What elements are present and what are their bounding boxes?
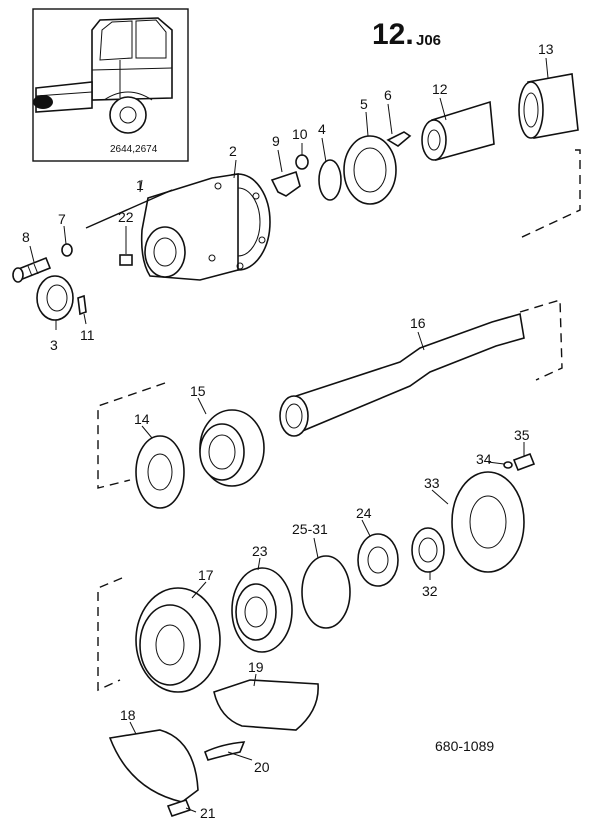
part-4-circlip bbox=[318, 159, 342, 201]
part-8-bolt bbox=[12, 256, 52, 283]
part-34-washer bbox=[503, 461, 513, 469]
callout-18: 18 bbox=[120, 707, 136, 723]
callout-6: 6 bbox=[384, 87, 392, 103]
part-12-sleeve bbox=[421, 100, 495, 162]
callout-17: 17 bbox=[198, 567, 214, 583]
assembly-lines bbox=[85, 149, 581, 692]
part-15-bearing bbox=[199, 409, 265, 487]
part-33-cover bbox=[451, 471, 525, 573]
callout-33: 33 bbox=[424, 475, 440, 491]
part-7-washer bbox=[61, 243, 73, 257]
callout-14: 14 bbox=[134, 411, 150, 427]
callout-10: 10 bbox=[292, 126, 308, 142]
callout-16: 16 bbox=[410, 315, 426, 331]
callout-19: 19 bbox=[248, 659, 264, 675]
part-32-seal bbox=[411, 527, 445, 573]
part-25-31-shims bbox=[301, 555, 351, 629]
part-23-bearing bbox=[231, 567, 293, 653]
callout-23: 23 bbox=[252, 543, 268, 559]
part-14-washer bbox=[135, 435, 185, 509]
callout-4: 4 bbox=[318, 121, 326, 137]
truck-wheel bbox=[109, 96, 147, 134]
callout-22: 22 bbox=[118, 209, 134, 225]
part-20-bracket bbox=[203, 741, 246, 761]
part-11-pin bbox=[77, 294, 87, 316]
callout-21: 21 bbox=[200, 805, 216, 821]
part-2-housing bbox=[140, 173, 271, 281]
callout-34: 34 bbox=[476, 451, 492, 467]
drawing-reference: 680-1089 bbox=[435, 738, 494, 754]
part-24-nut bbox=[357, 533, 399, 587]
part-18-cover bbox=[108, 729, 199, 803]
callout-9: 9 bbox=[272, 133, 280, 149]
truck-inset: 2644,2674 bbox=[32, 8, 189, 162]
callout-13: 13 bbox=[538, 41, 554, 57]
part-13-coupling bbox=[518, 73, 579, 139]
cab-window-left bbox=[99, 20, 133, 61]
page-header: 12. J06 bbox=[372, 18, 441, 51]
part-22-nut bbox=[119, 254, 133, 266]
part-6-spacer bbox=[386, 131, 412, 147]
part-3-seal bbox=[36, 275, 74, 321]
callout-25-31: 25-31 bbox=[292, 521, 328, 537]
part-17-gear bbox=[135, 587, 221, 693]
part-5-bearing bbox=[343, 135, 397, 205]
page-number: 12. bbox=[372, 18, 414, 51]
callout-2: 2 bbox=[229, 143, 237, 159]
callout-1: 1 bbox=[136, 177, 144, 193]
inset-caption: 2644,2674 bbox=[110, 144, 158, 155]
callout-8: 8 bbox=[22, 229, 30, 245]
callout-32: 32 bbox=[422, 583, 438, 599]
part-9-lock-tab bbox=[270, 170, 301, 197]
part-35-screw bbox=[512, 452, 536, 472]
callout-20: 20 bbox=[254, 759, 270, 775]
part-19-cover bbox=[213, 679, 319, 731]
section-code: J06 bbox=[416, 32, 441, 49]
callout-5: 5 bbox=[360, 96, 368, 112]
inset-frame bbox=[32, 8, 189, 162]
callout-7: 7 bbox=[58, 211, 66, 227]
part-10-nut bbox=[295, 154, 309, 170]
part-16-shaft bbox=[279, 312, 525, 437]
callout-24: 24 bbox=[356, 505, 372, 521]
callout-11: 11 bbox=[80, 327, 95, 343]
callout-labels: 1 2 3 4 5 6 7 8 9 10 11 12 13 14 15 16 1… bbox=[22, 41, 554, 821]
callout-3: 3 bbox=[50, 337, 58, 353]
callout-12: 12 bbox=[432, 81, 448, 97]
highlighted-component bbox=[33, 95, 53, 109]
callout-15: 15 bbox=[190, 383, 206, 399]
cab-window-right bbox=[135, 19, 167, 59]
callout-35: 35 bbox=[514, 427, 530, 443]
leader-lines bbox=[29, 57, 549, 813]
